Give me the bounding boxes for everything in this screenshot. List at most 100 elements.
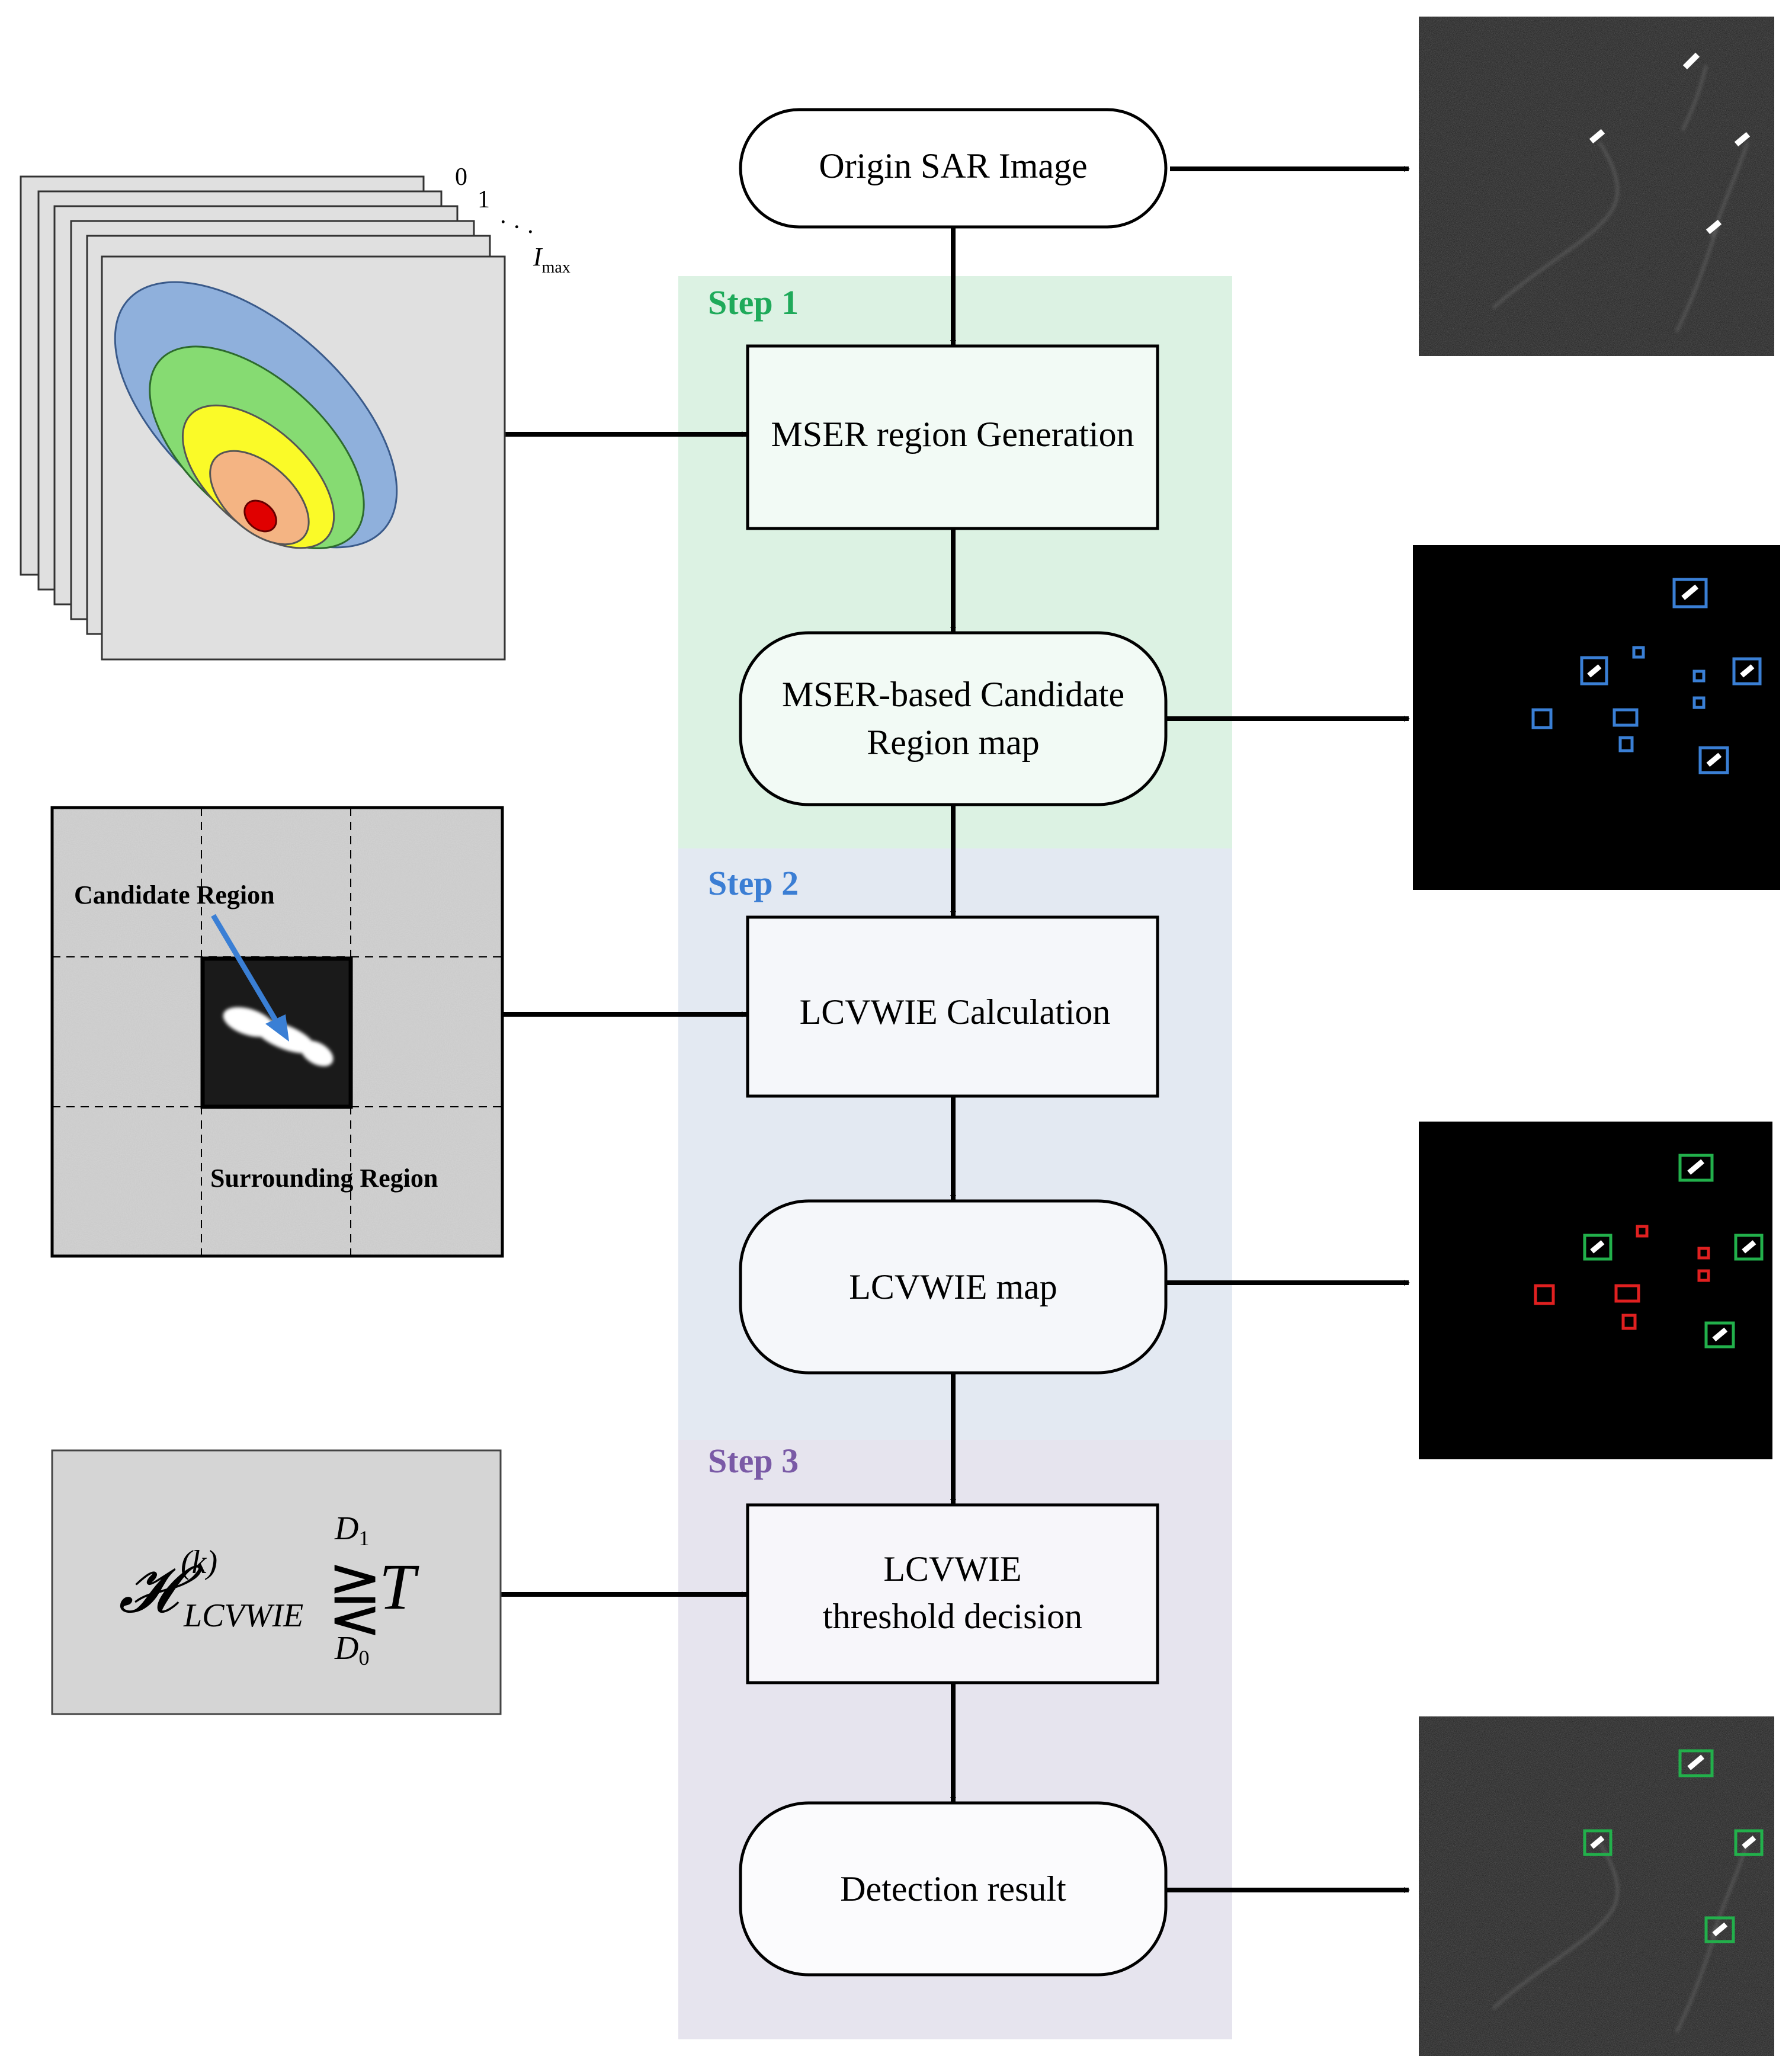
flow-arrows — [501, 166, 1410, 1893]
detected-box — [1734, 1829, 1764, 1856]
candidate-box — [1692, 670, 1706, 683]
terrain-line — [1492, 141, 1619, 309]
step3-label: Step 3 — [708, 1442, 799, 1480]
stack-label-0: 0 — [455, 164, 467, 191]
threshold-decision-node — [746, 1503, 1159, 1684]
target-box — [1704, 1321, 1735, 1348]
target-mark — [1590, 1836, 1605, 1849]
target-mark — [1712, 1922, 1728, 1937]
target-box — [1734, 1234, 1764, 1261]
terrain-line — [1675, 225, 1719, 332]
detection-boxes — [1583, 1749, 1764, 1943]
candidate-box — [1698, 746, 1729, 774]
candidate-targets — [1587, 584, 1755, 767]
formula-relation: ⋛ — [328, 1562, 382, 1636]
candidate-image-background — [1413, 545, 1780, 890]
mser-map-label-line1: MSER-based Candidate — [782, 675, 1124, 714]
lcvwie-map-label: LCVWIE map — [849, 1267, 1057, 1306]
candidate-pointer-arrow — [211, 914, 281, 1027]
contour-4 — [209, 450, 310, 546]
target-mark — [1681, 584, 1699, 600]
detected-box — [1678, 1749, 1714, 1777]
ship-targets — [1589, 52, 1751, 235]
target-mark — [1587, 664, 1602, 678]
terrain-line — [1681, 65, 1707, 131]
target-mark — [1687, 1754, 1705, 1770]
candidate-box — [1613, 708, 1639, 727]
clutter-box — [1621, 1314, 1637, 1330]
formula-lower: D0 — [334, 1630, 369, 1670]
detection-result-label: Detection result — [840, 1869, 1066, 1908]
target-mark — [1712, 1327, 1728, 1342]
surrounding-region-label: Surrounding Region — [210, 1164, 438, 1193]
stack-label-1: 1 — [477, 186, 490, 213]
target-mark — [1740, 664, 1755, 678]
candidate-box — [1732, 657, 1762, 686]
candidate-box — [1692, 696, 1706, 709]
lcvwie-image-background — [1419, 1122, 1772, 1459]
candidate-box — [1618, 736, 1634, 752]
target-mark — [1742, 1240, 1756, 1254]
target-mark — [1590, 1240, 1605, 1254]
formula-subscript: LCVWIE — [183, 1597, 303, 1634]
target-box — [1678, 1154, 1714, 1182]
mser-generation-node — [746, 344, 1159, 530]
mser-candidate-image — [1413, 545, 1780, 890]
clutter-box — [1697, 1247, 1710, 1260]
mser-contours — [114, 281, 398, 549]
lcvwie-calculation-node — [746, 915, 1159, 1098]
step1-label: Step 1 — [708, 283, 799, 322]
step2-label: Step 2 — [708, 864, 799, 902]
clutter-box — [1534, 1284, 1555, 1305]
target-mark — [1742, 1836, 1756, 1849]
candidate-box — [1632, 646, 1645, 659]
lcvwie-targets — [1590, 1159, 1756, 1342]
contour-core — [243, 499, 277, 533]
lcvwie-calculation-label: LCVWIE Calculation — [800, 992, 1111, 1032]
ship-target — [1706, 219, 1722, 235]
terrain-line — [1675, 1925, 1719, 2033]
candidate-pointer-arrowhead — [265, 1014, 289, 1042]
detection-image-noise — [1419, 1716, 1774, 2056]
threshold-decision-label-line2: threshold decision — [823, 1597, 1082, 1636]
accepted-boxes — [1583, 1154, 1764, 1348]
panel-border — [50, 806, 504, 1258]
formula-threshold: T — [379, 1551, 419, 1623]
candidate-region-label: Candidate Region — [74, 880, 275, 909]
threshold-formula-panel: 𝓗 (k) LCVWIE ⋛ D1 D0 T — [51, 1449, 502, 1715]
candidate-box — [1672, 578, 1708, 608]
candidate-box — [1531, 708, 1553, 729]
detected-box — [1583, 1829, 1613, 1856]
detection-result-image — [1419, 1716, 1774, 2056]
ship-target — [1589, 129, 1605, 144]
target-blob-part — [300, 1040, 334, 1066]
mser-generation-label: MSER region Generation — [771, 415, 1134, 454]
threshold-decision-label-line1: LCVWIE — [883, 1549, 1021, 1588]
target-box — [1583, 1234, 1613, 1261]
candidate-box — [1580, 656, 1608, 686]
terrain-line — [1492, 1841, 1619, 2010]
lcvwie-result-image — [1419, 1122, 1772, 1459]
clutter-box — [1697, 1269, 1710, 1282]
sar-image-original — [1419, 17, 1774, 356]
detected-box — [1704, 1916, 1735, 1943]
mser-map-node — [739, 631, 1168, 806]
sar-image-noise — [1419, 17, 1774, 356]
origin-node-label: Origin SAR Image — [819, 146, 1087, 185]
threshold-stack: 0 1 · · · Imax — [20, 164, 570, 661]
mser-map-label-line2: Region map — [867, 723, 1040, 762]
detection-targets — [1590, 1754, 1756, 1937]
formula-superscript: (k) — [181, 1544, 217, 1581]
ship-target — [1734, 132, 1751, 147]
target-mark — [1687, 1159, 1705, 1175]
candidate-boxes — [1531, 578, 1762, 774]
clutter-box — [1614, 1284, 1640, 1303]
stack-label-dots: · · · — [495, 208, 539, 246]
formula-upper: D1 — [334, 1510, 369, 1550]
flow-nodes: Origin SAR Image MSER region Generation … — [739, 108, 1168, 1977]
target-mark — [1706, 752, 1722, 767]
formula-background — [51, 1449, 502, 1715]
clutter-box — [1636, 1225, 1649, 1238]
ship-target — [1682, 52, 1700, 70]
